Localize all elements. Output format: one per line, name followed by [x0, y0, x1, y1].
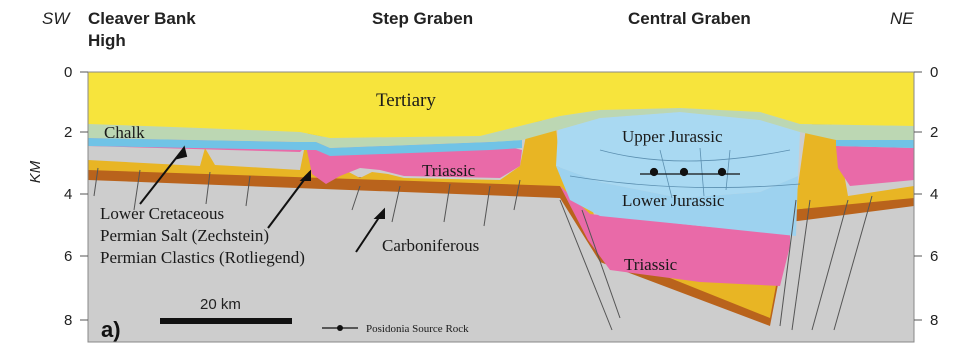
- ne-label: NE: [890, 9, 914, 28]
- cleaver-bank-label: Cleaver Bank: [88, 9, 196, 28]
- lower-jurassic-label: Lower Jurassic: [622, 191, 725, 210]
- scale-bar: [160, 318, 292, 324]
- right-tick-4: 4: [930, 186, 938, 203]
- right-tick-6: 6: [930, 248, 938, 265]
- left-tick-4: 4: [64, 186, 72, 203]
- triassic-step-label: Triassic: [422, 161, 476, 180]
- permian-salt-callout: Permian Salt (Zechstein): [100, 226, 269, 245]
- scale-bar-label: 20 km: [200, 296, 241, 313]
- chalk-label: Chalk: [104, 123, 145, 142]
- step-graben-label: Step Graben: [372, 9, 473, 28]
- right-tick-2: 2: [930, 124, 938, 141]
- lower-cretaceous-callout: Lower Cretaceous: [100, 204, 224, 223]
- right-axis: 0 2 4 6 8: [914, 64, 938, 329]
- sw-label: SW: [42, 9, 71, 28]
- carboniferous-label: Carboniferous: [382, 236, 479, 255]
- left-tick-2: 2: [64, 124, 72, 141]
- east-triassic-layer: [836, 146, 914, 186]
- upper-jurassic-label: Upper Jurassic: [622, 127, 723, 146]
- right-tick-8: 8: [930, 312, 938, 329]
- tertiary-label: Tertiary: [376, 90, 436, 111]
- left-axis: 0 2 4 6 8 KM: [27, 64, 88, 329]
- left-tick-8: 8: [64, 312, 72, 329]
- central-graben-label: Central Graben: [628, 9, 751, 28]
- triassic-central-label: Triassic: [624, 255, 678, 274]
- legend-source-rock-label: Posidonia Source Rock: [366, 323, 469, 335]
- left-tick-6: 6: [64, 248, 72, 265]
- permian-clastics-callout: Permian Clastics (Rotliegend): [100, 248, 305, 267]
- km-axis-label: KM: [27, 160, 44, 183]
- left-tick-0: 0: [64, 64, 72, 81]
- panel-label: a): [101, 317, 121, 342]
- right-tick-0: 0: [930, 64, 938, 81]
- cleaver-high-label: High: [88, 31, 126, 50]
